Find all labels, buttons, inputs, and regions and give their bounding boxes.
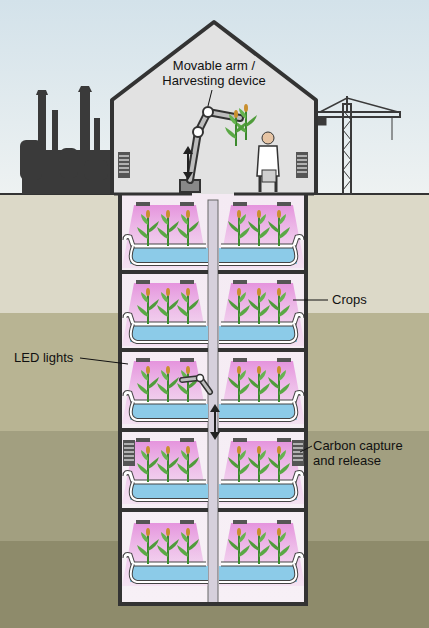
- elevator-column: [208, 200, 218, 604]
- carbon-unit: [123, 440, 135, 466]
- worker-figure: [257, 132, 279, 192]
- shaft-walls: [120, 194, 306, 604]
- underground-shaft: [120, 194, 306, 604]
- callout-label: LED lights: [14, 350, 94, 365]
- harvesting-arm: [180, 104, 257, 192]
- vent-grille: [118, 152, 130, 178]
- callout-label: Carbon capture and release: [313, 438, 421, 468]
- callout-label: Movable arm / Harvesting device: [146, 58, 282, 88]
- house-floor: [114, 193, 314, 196]
- house-outline: [112, 22, 316, 194]
- vent-grille: [296, 152, 308, 178]
- factory-silhouette: [20, 86, 112, 194]
- shaft-arm: [182, 375, 210, 393]
- motion-arrow: [183, 146, 193, 180]
- callout-label: Crops: [332, 292, 412, 307]
- growing-bays: [122, 202, 305, 586]
- motion-arrow: [210, 404, 220, 440]
- sky: [0, 0, 429, 195]
- carbon-unit: [292, 440, 304, 466]
- floor-slabs: [120, 270, 306, 512]
- leader-lines: [80, 90, 328, 452]
- crane: [316, 96, 400, 194]
